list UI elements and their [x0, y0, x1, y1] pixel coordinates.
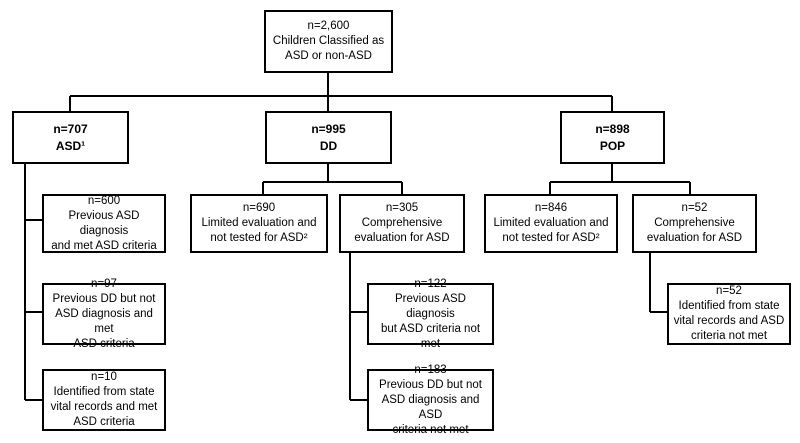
dd-sub-text: met [420, 337, 441, 350]
dd-sub-count: n=122 [414, 277, 447, 290]
dd-sub-text: Previous ASD diagnosis [395, 292, 466, 320]
dd-child-box: n=305 Comprehensive evaluation for ASD [339, 194, 465, 253]
dd-sub-text: ASD diagnosis and ASD [381, 393, 480, 421]
dd-box: n=995 DD [265, 111, 392, 164]
asd-child-box: n=97 Previous DD but not ASD diagnosis a… [42, 278, 166, 350]
asd-child-text: Identified from state [53, 386, 155, 398]
pop-sub-count: n=52 [716, 285, 742, 297]
pop-child-box: n=52 Comprehensive evaluation for ASD [632, 194, 757, 253]
dd-sub-text: criteria not met [392, 423, 469, 436]
pop-child-text: Comprehensive [654, 217, 735, 229]
root-box: n=2,600 Children Classified as ASD or no… [264, 10, 393, 73]
pop-child-count: n=846 [534, 202, 568, 214]
pop-sub-text: Identified from state [678, 300, 780, 312]
asd-child-count: n=600 [87, 194, 121, 207]
dd-child-text: evaluation for ASD [354, 232, 450, 244]
pop-child-text: evaluation for ASD [646, 232, 743, 244]
asd-child-count: n=10 [91, 371, 117, 383]
asd-child-text: ASD diagnosis and met [55, 307, 153, 335]
dd-sub-box: n=122 Previous ASD diagnosis but ASD cri… [367, 278, 494, 350]
dd-child-text: Comprehensive [361, 217, 443, 229]
pop-child-box: n=846 Limited evaluation and not tested … [484, 194, 618, 253]
asd-child-box: n=600 Previous ASD diagnosis and met ASD… [42, 194, 166, 253]
pop-child-text: Limited evaluation and [493, 217, 609, 229]
pop-label: POP [599, 138, 626, 153]
root-count: n=2,600 [307, 20, 350, 32]
asd-child-count: n=97 [91, 277, 117, 290]
dd-child-box: n=690 Limited evaluation and not tested … [190, 194, 328, 253]
pop-sub-text: criteria not met [690, 330, 768, 342]
asd-child-text: ASD criteria [73, 416, 135, 428]
dd-child-count: n=690 [242, 202, 276, 214]
dd-count: n=995 [311, 121, 346, 136]
asd-label: ASD¹ [55, 138, 86, 153]
root-label-1: Children Classified as [272, 35, 385, 47]
asd-child-text: vital records and met [50, 401, 158, 413]
dd-sub-count: n=183 [414, 363, 447, 376]
pop-box: n=898 POP [560, 111, 665, 164]
root-label-2: ASD or non-ASD [285, 50, 372, 62]
asd-child-text: Previous ASD diagnosis [68, 209, 140, 237]
asd-child-text: Previous DD but not [52, 292, 156, 305]
pop-child-count: n=52 [681, 202, 708, 214]
dd-label: DD [319, 138, 338, 153]
dd-child-text: Limited evaluation and [201, 217, 317, 229]
asd-count: n=707 [53, 121, 88, 136]
dd-sub-text: Previous DD but not [379, 378, 482, 391]
asd-child-text: and met ASD criteria [51, 239, 157, 252]
asd-child-text: ASD criteria [73, 337, 135, 350]
pop-sub-text: vital records and ASD [673, 315, 785, 327]
dd-sub-box: n=183 Previous DD but not ASD diagnosis … [367, 364, 494, 436]
asd-box: n=707 ASD¹ [12, 111, 129, 164]
pop-sub-box: n=52 Identified from state vital records… [667, 283, 791, 345]
pop-count: n=898 [595, 121, 630, 136]
dd-sub-text: but ASD criteria not [380, 322, 481, 335]
pop-child-text: not tested for ASD² [502, 232, 600, 244]
asd-child-box: n=10 Identified from state vital records… [42, 369, 166, 431]
dd-child-count: n=305 [385, 202, 419, 214]
dd-child-text: not tested for ASD² [210, 232, 308, 244]
